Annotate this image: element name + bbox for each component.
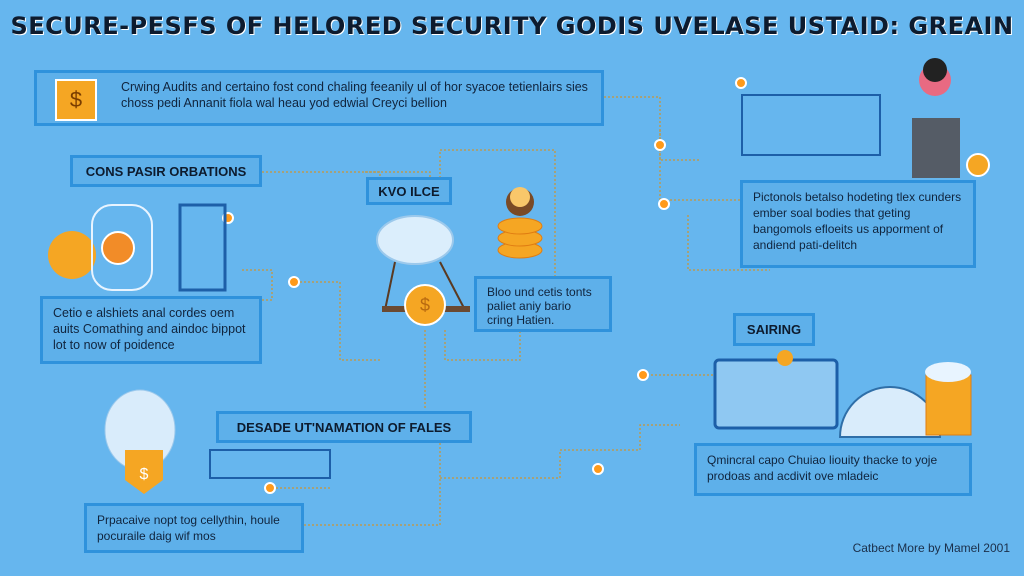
kvo-text-box: Bloo und cetis tonts paliet aniy bario c… bbox=[474, 276, 612, 332]
ops-text-box: Cetio e alshiets anal cordes oem auits C… bbox=[40, 296, 262, 364]
svg-text:$: $ bbox=[140, 466, 149, 483]
safe-illustration bbox=[48, 203, 227, 292]
desade-label: DESADE UT'NAMATION OF FALES bbox=[216, 411, 472, 443]
right-top-text-box: Pictonols betalso hodeting tlex cunders … bbox=[740, 180, 976, 268]
cloud-coin-illustration: $ bbox=[376, 187, 543, 326]
ops-label: CONS PASIR ORBATIONS bbox=[70, 155, 262, 187]
sairing-text-box: Qmincral capo Chuiao liouity thacke to y… bbox=[694, 443, 972, 496]
top-info-box: $ Crwing Audits and certaino fost cond c… bbox=[34, 70, 604, 126]
robot-shield-illustration: $ bbox=[104, 389, 331, 494]
dashboard-coins-illustration bbox=[713, 350, 972, 438]
sairing-label: SAIRING bbox=[733, 313, 815, 346]
footer-credit: Catbect More by Mamel 2001 bbox=[852, 541, 1010, 555]
svg-text:$: $ bbox=[420, 295, 430, 315]
dollar-icon: $ bbox=[55, 79, 97, 121]
desade-text-box: Prpacaive nopt tog cellythin, houle pocu… bbox=[84, 503, 304, 553]
page-title: SECURE-PESFS OF HELORED SECURITY GODIS U… bbox=[10, 12, 1014, 40]
top-info-text: Crwing Audits and certaino fost cond cha… bbox=[121, 80, 588, 110]
person-illustration bbox=[741, 58, 990, 178]
kvo-label: KVO ILCE bbox=[366, 177, 452, 205]
